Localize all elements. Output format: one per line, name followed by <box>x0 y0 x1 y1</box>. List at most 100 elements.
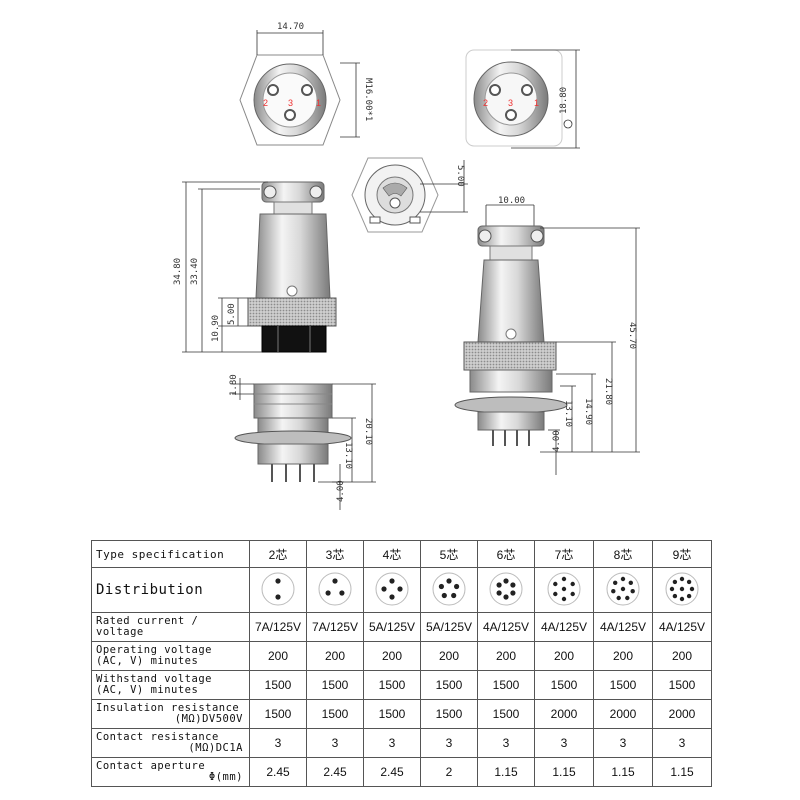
rated-cell: 5A/125V <box>420 612 478 642</box>
pin-dot <box>611 588 616 593</box>
dim-34-80: 34.80 <box>173 258 183 285</box>
withstand-cell: 1500 <box>477 670 535 700</box>
rated-label: Rated current / voltage <box>91 612 250 642</box>
distribution-cell <box>534 567 594 613</box>
aperture-cell: 1.15 <box>477 757 535 787</box>
insulation-cell: 1500 <box>306 699 364 729</box>
insulation-cell: 1500 <box>249 699 307 729</box>
pin-dot <box>620 576 626 581</box>
withstand-cell: 1500 <box>420 670 478 700</box>
pin-dot <box>553 581 558 586</box>
contact-resistance-row: Contact resistance(MΩ)DC1A 3 3 3 3 3 3 3… <box>91 728 712 758</box>
pin-layout-icon <box>606 572 640 605</box>
pin-layout-icon <box>261 572 295 605</box>
aperture-cell: 2.45 <box>363 757 421 787</box>
insulation-cell: 1500 <box>420 699 478 729</box>
type-cell: 3芯 <box>306 540 364 568</box>
dim-33-40: 33.40 <box>190 258 200 285</box>
operating-label: Operating voltage(AC, V) minutes <box>91 641 250 671</box>
pin-dot <box>679 576 685 581</box>
distribution-cell <box>363 567 421 613</box>
dim-18-80: 18.80 <box>559 87 569 114</box>
dim-4-00-right: 4.00 <box>552 430 562 452</box>
pin-label-3-female: 3 <box>508 98 513 108</box>
contact-resistance-label: Contact resistance(MΩ)DC1A <box>91 728 250 758</box>
rated-row: Rated current / voltage 7A/125V 7A/125V … <box>91 612 712 642</box>
contact-resistance-cell: 3 <box>420 728 478 758</box>
pin-dot <box>496 581 502 588</box>
insulation-label-line-1: Insulation resistance <box>96 702 240 714</box>
contact-resistance-label-line-1: Contact resistance <box>96 731 219 743</box>
withstand-row: Withstand voltage(AC, V) minutes 1500 15… <box>91 670 712 700</box>
withstand-cell: 1500 <box>363 670 421 700</box>
insulation-cell: 1500 <box>363 699 421 729</box>
aperture-cell: 2.45 <box>306 757 364 787</box>
pin-dot <box>570 591 575 596</box>
pin-dot <box>672 593 678 598</box>
socket-outline <box>261 572 295 605</box>
insulation-cell: 2000 <box>652 699 712 729</box>
pin-dot <box>620 586 626 591</box>
operating-label-line-2: (AC, V) minutes <box>96 655 199 667</box>
pin-dot <box>339 589 345 596</box>
socket-outline <box>375 572 409 605</box>
dim-4-00-bottom: 4.00 <box>336 480 346 502</box>
socket-outline <box>432 572 466 605</box>
aperture-label-line-1: Contact aperture <box>96 760 206 772</box>
pin-dot <box>451 592 457 598</box>
rated-cell: 5A/125V <box>363 612 421 642</box>
dim-1-80: 1.80 <box>229 374 239 396</box>
contact-resistance-cell: 3 <box>534 728 594 758</box>
pin-label-1-female: 1 <box>534 98 539 108</box>
middle-end-view: 5.00 <box>351 157 468 233</box>
pin-dot <box>625 595 630 600</box>
aperture-cell: 2.45 <box>249 757 307 787</box>
operating-row: Operating voltage(AC, V) minutes 200 200… <box>91 641 712 671</box>
pin-dot <box>503 577 509 584</box>
insulation-row: Insulation resistance(MΩ)DV500V 1500 150… <box>91 699 712 729</box>
rated-cell: 4A/125V <box>534 612 594 642</box>
operating-cell: 200 <box>534 641 594 671</box>
pin-dot <box>669 586 675 591</box>
aperture-cell: 1.15 <box>593 757 653 787</box>
operating-cell: 200 <box>306 641 364 671</box>
pin-dot <box>616 595 621 600</box>
rated-cell: 4A/125V <box>477 612 535 642</box>
withstand-label: Withstand voltage(AC, V) minutes <box>91 670 250 700</box>
pin-dot <box>570 581 575 586</box>
pin-dot <box>561 576 567 581</box>
rated-cell: 4A/125V <box>593 612 653 642</box>
pin-dot <box>275 577 281 584</box>
contact-resistance-label-line-2: (MΩ)DC1A <box>188 742 243 754</box>
pin-dot <box>397 585 403 592</box>
pin-dot <box>510 589 516 596</box>
dim-10-00: 10.00 <box>498 196 525 206</box>
pin-dot <box>441 592 447 598</box>
operating-label-line-1: Operating voltage <box>96 644 212 656</box>
rated-cell: 7A/125V <box>249 612 307 642</box>
aperture-cell: 1.15 <box>652 757 712 787</box>
type-spec-label: Type specification <box>91 540 250 568</box>
contact-resistance-cell: 3 <box>363 728 421 758</box>
pin-label-2-female: 2 <box>483 98 488 108</box>
pin-label-2: 2 <box>263 98 268 108</box>
contact-resistance-cell: 3 <box>249 728 307 758</box>
pin-dot <box>561 586 567 591</box>
distribution-cell <box>593 567 653 613</box>
pin-dot <box>689 586 695 591</box>
pin-dot <box>389 593 395 600</box>
dim-5-00: 5.00 <box>227 303 237 325</box>
withstand-cell: 1500 <box>249 670 307 700</box>
pin-dot <box>496 589 502 596</box>
pin-dot <box>686 593 692 598</box>
aperture-label-line-2: Φ(mm) <box>208 771 243 783</box>
pin-dot <box>510 581 516 588</box>
pin-dot <box>381 585 387 592</box>
dim-10-90: 10.90 <box>211 315 221 342</box>
pin-layout-icon <box>489 572 523 605</box>
distribution-cell <box>306 567 364 613</box>
dim-20-10: 20.10 <box>363 418 373 445</box>
distribution-cell <box>420 567 478 613</box>
